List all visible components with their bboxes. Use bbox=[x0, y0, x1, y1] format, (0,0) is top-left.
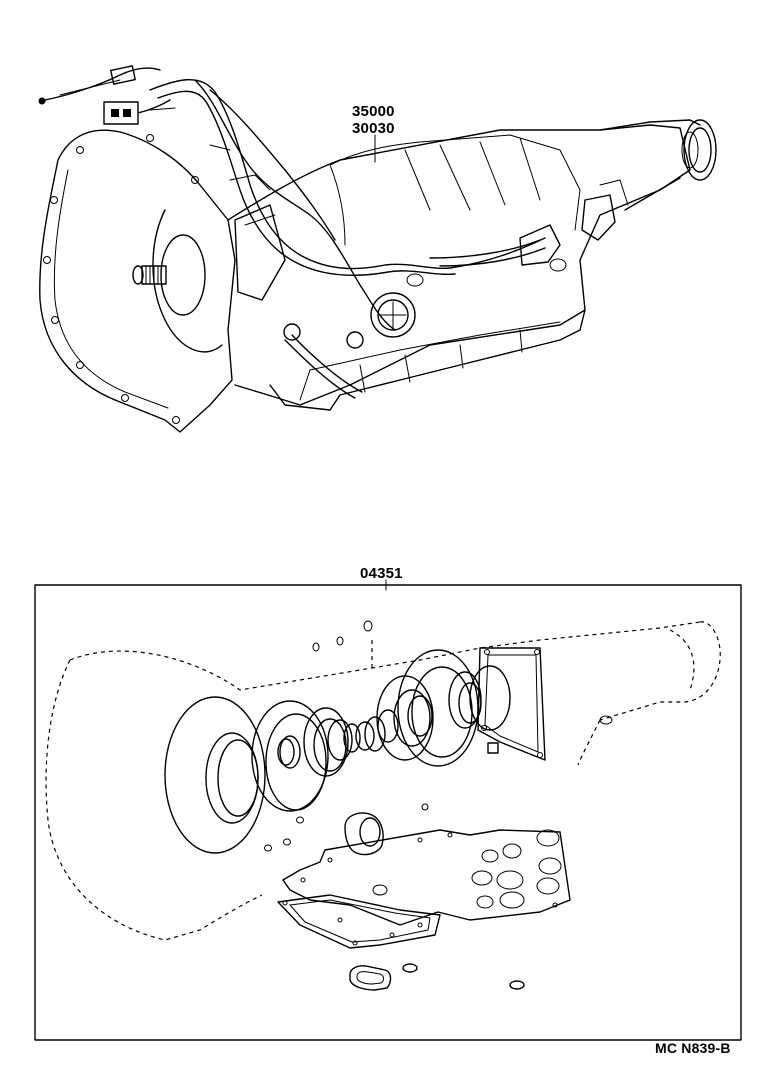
overhaul-kit-frame bbox=[34, 584, 742, 1041]
callout-overhaul-kit-part-number: 04351 bbox=[360, 565, 403, 582]
callout-assembly-alt-part-number: 30030 bbox=[352, 120, 395, 137]
callout-assembly-part-number: 35000 bbox=[352, 103, 395, 120]
bell-housing-bolts bbox=[43, 134, 199, 424]
transmission-assembly-illustration bbox=[38, 65, 717, 433]
overhaul-kit-illustration bbox=[45, 620, 721, 991]
wiring-harness bbox=[38, 65, 546, 331]
illustration-code: MC N839-B bbox=[655, 1040, 731, 1056]
